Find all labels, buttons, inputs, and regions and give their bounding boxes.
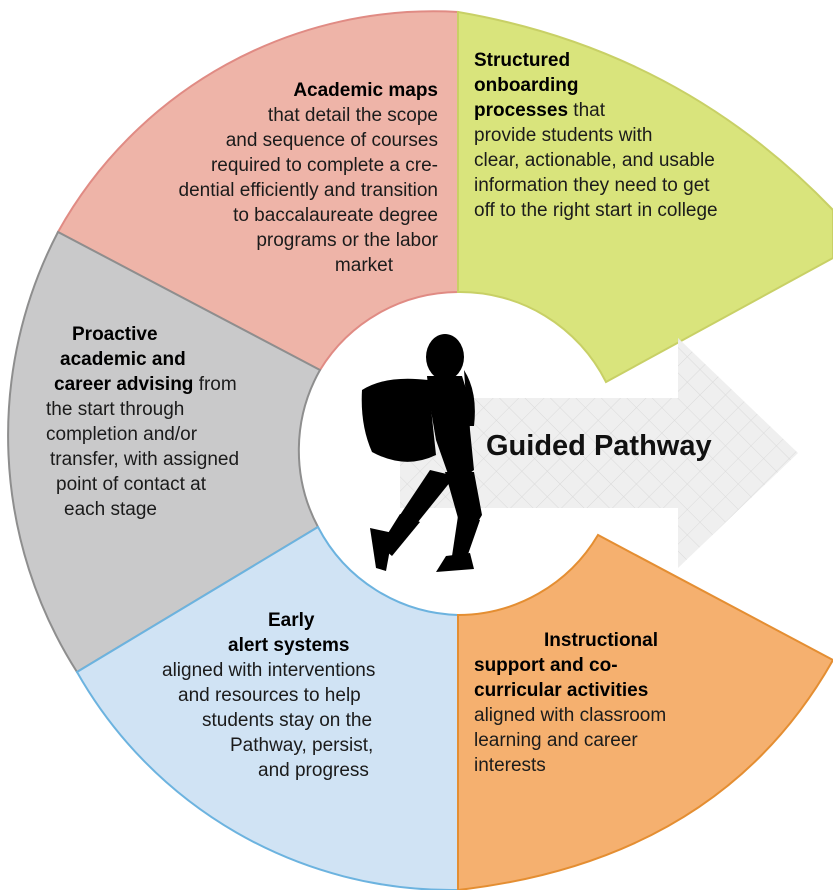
segment-academic-maps <box>56 10 459 372</box>
text-line: market <box>60 253 438 278</box>
bold-phrase: support and co- <box>474 655 618 676</box>
body-phrase: each stage <box>64 499 157 520</box>
bold-phrase: Proactive <box>72 324 158 345</box>
text-line: clear, actionable, and usable <box>474 148 804 173</box>
body-phrase: students stay on the <box>202 710 373 731</box>
body-phrase: transfer, with assigned <box>50 449 240 470</box>
body-phrase: dential efficiently and transition <box>178 180 438 201</box>
right-arrow <box>400 338 798 568</box>
body-phrase: from <box>193 374 237 395</box>
instructional-text: Instructional support and co-curricular a… <box>474 628 774 778</box>
text-line: that detail the scope <box>60 103 438 128</box>
text-line: required to complete a cre- <box>60 153 438 178</box>
segment-advising <box>7 230 322 674</box>
text-line: each stage <box>46 497 296 522</box>
body-phrase: that <box>568 100 605 121</box>
text-line: and sequence of courses <box>60 128 438 153</box>
text-line: transfer, with assigned <box>46 447 296 472</box>
bold-phrase: Academic maps <box>293 80 438 101</box>
text-line: information they need to get <box>474 173 804 198</box>
body-phrase: off to the right start in college <box>474 200 718 221</box>
body-phrase: aligned with interventions <box>162 660 376 681</box>
text-line: processes that <box>474 98 804 123</box>
bold-phrase: alert systems <box>228 635 350 656</box>
body-phrase: point of contact at <box>56 474 206 495</box>
text-line: point of contact at <box>46 472 296 497</box>
bold-phrase: academic and <box>60 349 186 370</box>
body-phrase: the start through <box>46 399 185 420</box>
text-line: interests <box>474 753 774 778</box>
text-line: students stay on the <box>140 708 440 733</box>
bold-phrase: curricular activities <box>474 680 649 701</box>
body-phrase: learning and career <box>474 730 638 751</box>
text-line: completion and/or <box>46 422 296 447</box>
body-phrase: and sequence of courses <box>225 130 438 151</box>
text-line: academic and <box>46 347 296 372</box>
text-line: off to the right start in college <box>474 198 804 223</box>
text-line: provide students with <box>474 123 804 148</box>
body-phrase: required to complete a cre- <box>210 155 438 176</box>
body-phrase: and progress <box>258 760 369 781</box>
body-phrase: information they need to get <box>474 175 710 196</box>
text-line: to baccalaureate degree <box>60 203 438 228</box>
body-phrase: clear, actionable, and usable <box>474 150 715 171</box>
body-phrase: that detail the scope <box>267 105 438 126</box>
text-line: Structured <box>474 48 804 73</box>
body-phrase: provide students with <box>474 125 653 146</box>
text-line: aligned with classroom <box>474 703 774 728</box>
walking-student-silhouette <box>361 334 482 572</box>
text-line: and resources to help <box>140 683 440 708</box>
body-phrase: programs or the labor <box>256 230 438 251</box>
body-phrase: Pathway, persist, <box>230 735 374 756</box>
bold-phrase: onboarding <box>474 75 579 96</box>
center-title: Guided Pathway <box>486 430 712 462</box>
text-line: alert systems <box>140 633 440 658</box>
bold-phrase: Instructional <box>544 630 659 651</box>
body-phrase: interests <box>474 755 546 776</box>
text-line: curricular activities <box>474 678 774 703</box>
segment-onboarding <box>457 10 833 384</box>
body-phrase: completion and/or <box>46 424 198 445</box>
bold-phrase: Early <box>268 610 315 631</box>
text-line: onboarding <box>474 73 804 98</box>
bold-phrase: career advising <box>54 374 194 395</box>
text-line: Pathway, persist, <box>140 733 440 758</box>
body-phrase: market <box>334 255 393 276</box>
body-phrase: to baccalaureate degree <box>233 205 438 226</box>
text-line: learning and career <box>474 728 774 753</box>
early-alert-text: Early alert systems aligned with intervent… <box>140 608 440 783</box>
segment-early-alert <box>75 525 459 890</box>
text-line: Proactive <box>46 322 296 347</box>
text-line: career advising from <box>46 372 296 397</box>
text-line: and progress <box>140 758 440 783</box>
academic-maps-text: Academic maps that detail the scope and se… <box>60 78 438 278</box>
segment-instructional <box>457 533 833 890</box>
text-line: aligned with interventions <box>140 658 440 683</box>
body-phrase: and resources to help <box>178 685 361 706</box>
bold-phrase: processes <box>474 100 569 121</box>
text-line: support and co- <box>474 653 774 678</box>
text-line: Academic maps <box>60 78 438 103</box>
text-line: Early <box>140 608 440 633</box>
text-line: dential efficiently and transition <box>60 178 438 203</box>
text-line: programs or the labor <box>60 228 438 253</box>
text-line: Instructional <box>474 628 774 653</box>
body-phrase: aligned with classroom <box>474 705 667 726</box>
text-line: the start through <box>46 397 296 422</box>
bold-phrase: Structured <box>474 50 571 71</box>
